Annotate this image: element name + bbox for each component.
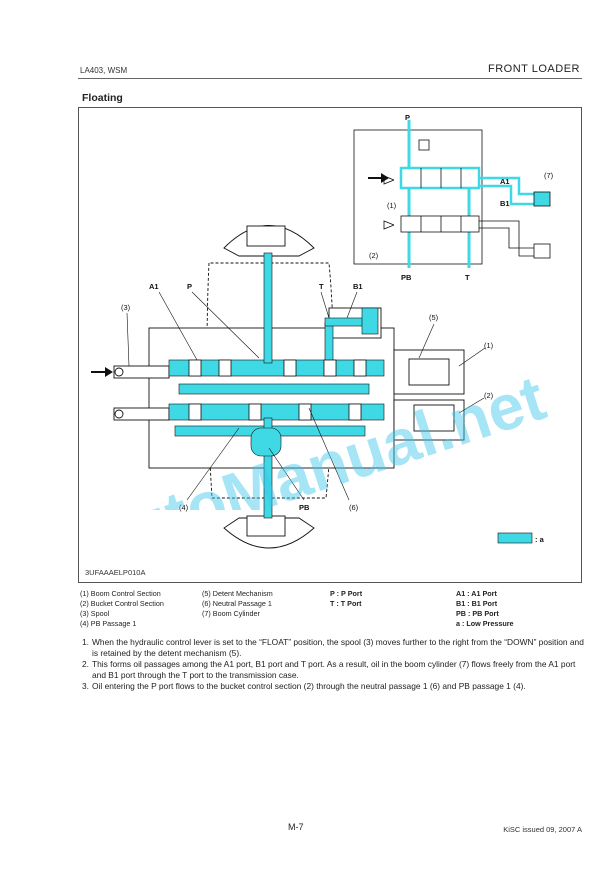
legend-item: B1 : B1 Port xyxy=(456,599,498,608)
label-n3-main: (3) xyxy=(121,303,131,312)
legend-item: (5) Detent Mechanism xyxy=(202,589,273,598)
legend-item: P : P Port xyxy=(330,589,363,598)
page-number: M-7 xyxy=(288,822,304,832)
legend-col-1: (1) Boom Control Section (2) Bucket Cont… xyxy=(80,589,164,629)
label-p-top: P xyxy=(405,113,410,122)
hydraulic-diagram: P A1 B1 PB T (1) (2) (7) A1 P T B1 (3) (… xyxy=(78,107,582,583)
legend-col-3: P : P Port T : T Port xyxy=(330,589,362,609)
header-section: FRONT LOADER xyxy=(488,63,580,75)
label-t-bottom: T xyxy=(465,273,470,282)
step-number: 1. xyxy=(82,637,89,647)
label-pb-main: PB xyxy=(299,503,310,512)
label-a1-main: A1 xyxy=(149,282,159,291)
procedure-steps: 1. When the hydraulic control lever is s… xyxy=(82,637,590,693)
label-b1-main: B1 xyxy=(353,282,363,291)
legend: (1) Boom Control Section (2) Bucket Cont… xyxy=(80,589,590,639)
label-a1-right: A1 xyxy=(500,177,510,186)
step-3: 3. Oil entering the P port flows to the … xyxy=(82,681,590,692)
legend-item: (2) Bucket Control Section xyxy=(80,599,164,608)
label-n2-main: (2) xyxy=(484,391,494,400)
issue-note: KiSC issued 09, 2007 A xyxy=(503,825,582,834)
label-n1-spool: (1) xyxy=(387,201,397,210)
legend-item: (6) Neutral Passage 1 xyxy=(202,599,272,608)
figure-code: 3UFAAAELP010A xyxy=(85,568,146,577)
spool-lands xyxy=(188,359,367,421)
step-text: When the hydraulic control lever is set … xyxy=(92,637,584,658)
legend-item: a : Low Pressure xyxy=(456,619,514,628)
step-1: 1. When the hydraulic control lever is s… xyxy=(82,637,590,658)
header-model: LA403, WSM xyxy=(80,66,128,75)
inset-flow-arrow xyxy=(368,173,389,183)
inset-schematic xyxy=(353,120,551,268)
legend-item: T : T Port xyxy=(330,599,362,608)
inset-frame xyxy=(353,129,483,265)
legend-item: (1) Boom Control Section xyxy=(80,589,161,598)
label-p-main: P xyxy=(187,282,192,291)
header-rule xyxy=(78,78,582,79)
leader-lines xyxy=(126,291,486,501)
label-n5-main: (5) xyxy=(429,313,439,322)
low-pressure-key-swatch xyxy=(497,532,533,544)
label-pb-bottom: PB xyxy=(401,273,412,282)
legend-item: (7) Boom Cylinder xyxy=(202,609,260,618)
spool-flow-arrow xyxy=(91,367,113,377)
legend-item: PB : PB Port xyxy=(456,609,499,618)
step-2: 2. This forms oil passages among the A1 … xyxy=(82,659,590,680)
step-text: This forms oil passages among the A1 por… xyxy=(92,659,576,680)
legend-item: A1 : A1 Port xyxy=(456,589,497,598)
label-t-main: T xyxy=(319,282,324,291)
label-n2-inset: (2) xyxy=(369,251,379,260)
legend-col-2: (5) Detent Mechanism (6) Neutral Passage… xyxy=(202,589,273,619)
label-n4-main: (4) xyxy=(179,503,189,512)
step-text: Oil entering the P port flows to the buc… xyxy=(92,681,526,692)
legend-item: (3) Spool xyxy=(80,609,110,618)
oil-passages xyxy=(168,252,385,519)
low-pressure-key-label: : a xyxy=(535,535,545,544)
step-number: 2. xyxy=(82,659,89,670)
legend-item: (4) PB Passage 1 xyxy=(80,619,137,628)
section-title: Floating xyxy=(82,92,123,104)
label-n6-main: (6) xyxy=(349,503,359,512)
legend-col-4: A1 : A1 Port B1 : B1 Port PB : PB Port a… xyxy=(456,589,514,629)
diagram-svg: P A1 B1 PB T (1) (2) (7) A1 P T B1 (3) (… xyxy=(91,113,554,549)
step-number: 3. xyxy=(82,681,89,692)
label-n1-main: (1) xyxy=(484,341,494,350)
label-b1-right: B1 xyxy=(500,199,510,208)
label-n7-inset: (7) xyxy=(544,171,554,180)
